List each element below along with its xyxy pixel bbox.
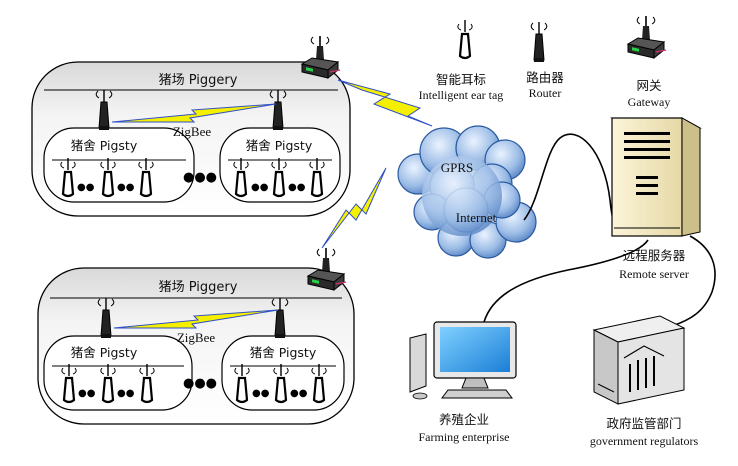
gateway-en: Gateway [628,95,671,109]
zigbee-link [111,103,277,123]
ear-tag-en: Intelligent ear tag [419,88,504,102]
server-cn: 远程服务器 [623,248,686,263]
government-en: government regulators [590,434,699,448]
computer-icon [409,321,517,400]
pigsty-top-left-label: 猪舍 Pigsty [71,138,138,153]
small-dots: ●● [78,388,96,399]
piggery-bottom: 猪场 Piggery 猪舍 Pigsty ●● ●● 猪舍 Pigsty ●● … [37,247,355,425]
enterprise-en: Farming enterprise [419,430,510,444]
router-en: Router [529,86,562,100]
small-dots: ●● [117,182,135,193]
small-dots: ●● [252,388,270,399]
piggery-top-title: 猪场 Piggery [159,73,238,88]
pigsty-top-right: 猪舍 Pigsty ●● ●● [219,127,341,203]
gprs-link-bottom [321,167,387,249]
between-dots: ●●● [183,170,217,185]
gateway-icon [301,35,341,79]
pigsty-top-left: 猪舍 Pigsty ●● ●● [43,127,195,203]
small-dots: ●● [290,388,308,399]
zigbee-top-label: ZigBee [173,124,211,139]
pigsty-bottom-right: 猪舍 Pigsty ●● ●● [221,335,345,411]
piggery-top: 猪场 Piggery 猪舍 Pigsty ●● ●● 猪舍 Pigsty ●● … [31,35,351,217]
government-building-icon [592,315,686,405]
small-dots: ●● [288,182,306,193]
zigbee-bottom-label: ZigBee [177,330,215,345]
router-icon [530,21,548,63]
small-dots: ●● [77,182,95,193]
ear-tag-icon [456,18,474,60]
gprs-label: GPRS [441,160,474,175]
internet-label: Internet [456,210,497,225]
enterprise-cn: 养殖企业 [439,412,489,427]
server-icon [610,117,702,237]
piggery-bottom-title: 猪场 Piggery [159,280,238,295]
router-cn: 路由器 [526,70,564,85]
legend: 智能耳标 Intelligent ear tag 路由器 Router 网关 G… [419,15,671,109]
between-dots: ●●● [183,376,217,391]
gprs-link-top [337,79,433,127]
small-dots: ●● [117,388,135,399]
small-dots: ●● [251,182,269,193]
pigsty-bottom-right-label: 猪舍 Pigsty [250,345,317,360]
pigsty-bottom-left-label: 猪舍 Pigsty [71,345,138,360]
government-cn: 政府监管部门 [606,416,681,431]
ear-tag-cn: 智能耳标 [436,72,486,87]
zigbee-link [113,309,279,329]
gateway-icon [627,15,667,59]
cloud: GPRS Internet [397,125,537,259]
pigsty-top-right-label: 猪舍 Pigsty [246,138,313,153]
server-en: Remote server [619,267,689,281]
pigsty-bottom-left: 猪舍 Pigsty ●● ●● [43,335,193,411]
gateway-cn: 网关 [636,78,661,93]
